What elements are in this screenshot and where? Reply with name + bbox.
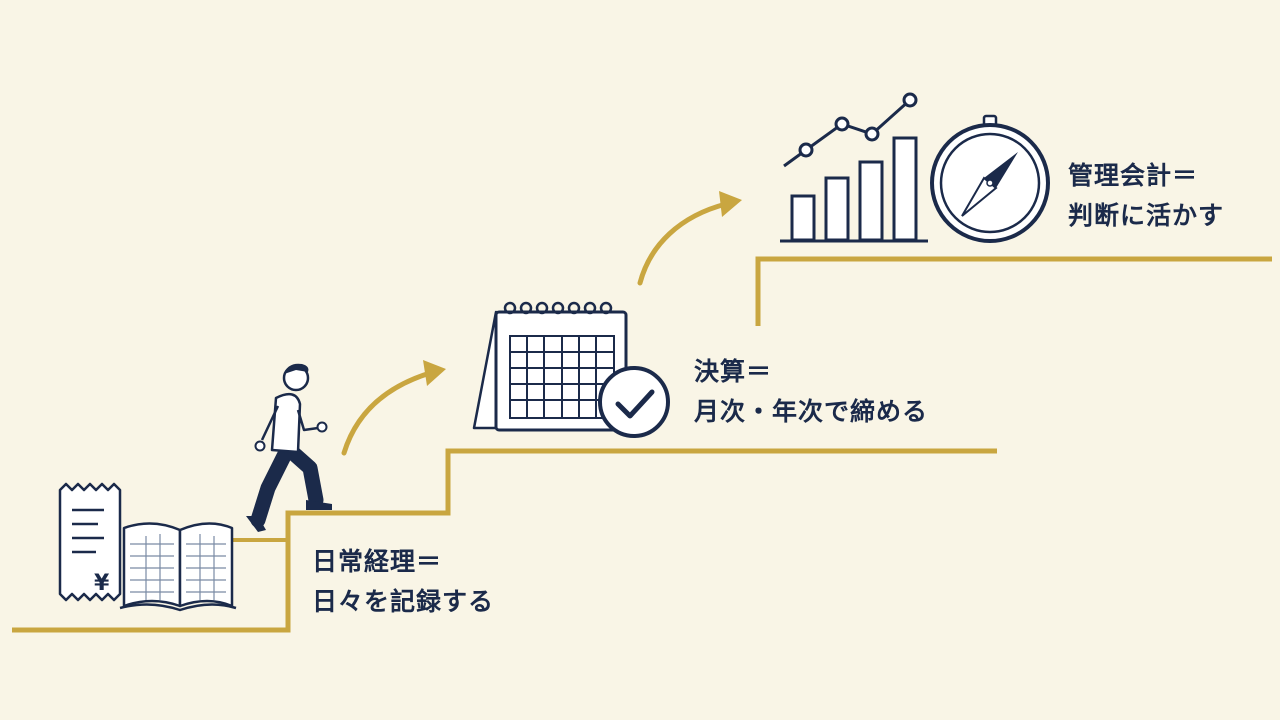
step-title: 決算＝ — [694, 357, 773, 386]
yen-symbol: ¥ — [94, 571, 110, 596]
compass-icon — [930, 114, 1050, 243]
step-title: 日常経理＝ — [312, 547, 443, 576]
bar-chart-icon — [780, 136, 928, 243]
ledger-book-icon — [119, 522, 237, 612]
checkmark-icon — [598, 366, 670, 438]
trend-line-icon — [783, 92, 918, 168]
top-step-line — [755, 256, 1272, 326]
step-title: 管理会計＝ — [1068, 161, 1199, 190]
step-subtitle: 月次・年次で締める — [694, 397, 929, 426]
step-subtitle: 日々を記録する — [312, 587, 495, 616]
step-label-daily-accounting: 日常経理＝ 日々を記録する — [312, 542, 494, 622]
step-label-closing: 決算＝ 月次・年次で締める — [694, 352, 928, 432]
staircase-line — [12, 448, 997, 633]
arrow-icon — [637, 191, 742, 286]
arrow-icon — [341, 360, 446, 456]
receipt-icon: ¥ — [58, 482, 122, 602]
step-label-management-accounting: 管理会計＝ 判断に活かす — [1068, 156, 1224, 236]
step-subtitle: 判断に活かす — [1068, 201, 1225, 230]
walking-person-icon — [246, 363, 332, 532]
